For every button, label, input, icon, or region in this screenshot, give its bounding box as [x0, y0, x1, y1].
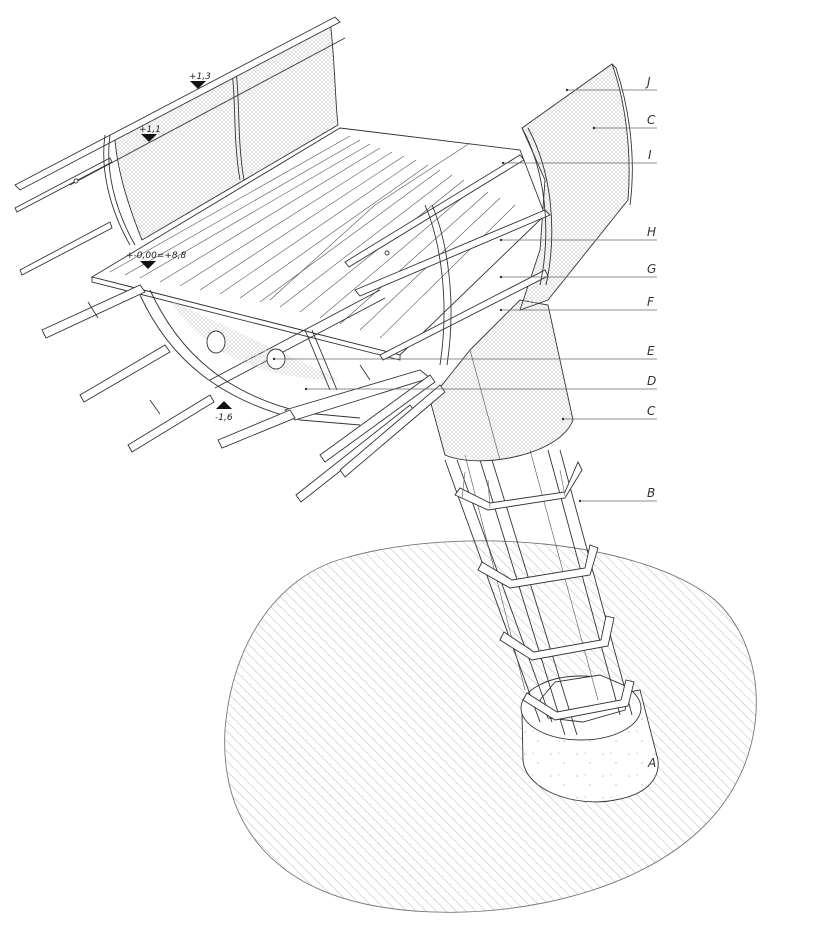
handrail-left	[14, 16, 346, 276]
callout-g: G	[499, 262, 657, 279]
callout-e: E	[272, 344, 657, 361]
svg-text:C: C	[647, 404, 656, 418]
ground-area	[224, 540, 757, 913]
svg-text:G: G	[647, 262, 656, 276]
callout-f: F	[499, 295, 657, 312]
svg-text:+-0,00=+8,8: +-0,00=+8,8	[126, 251, 186, 261]
callout-d: D	[304, 374, 657, 391]
callout-c-upper: C	[592, 113, 657, 130]
svg-text:+1,3: +1,3	[189, 72, 211, 82]
right-mesh-wall-c	[519, 63, 633, 311]
callout-i: I	[501, 148, 657, 165]
handrail-right	[344, 127, 553, 366]
trunk-sleeve-c	[429, 299, 574, 462]
svg-text:-1,6: -1,6	[215, 413, 233, 423]
lattice-column-b	[444, 449, 635, 736]
cantilever-beams	[41, 284, 446, 503]
level-marker-minus-1-6: -1,6	[215, 401, 233, 423]
level-marker-zero: +-0,00=+8,8	[126, 251, 186, 269]
left-mesh-wall	[114, 19, 339, 241]
callout-j: J	[565, 75, 657, 92]
level-marker-plus-1-1: +1,1	[139, 125, 161, 142]
svg-text:+1,1: +1,1	[139, 125, 161, 135]
svg-text:J: J	[645, 75, 651, 89]
callout-a: A	[647, 756, 656, 770]
callout-b: B	[578, 486, 657, 503]
svg-text:F: F	[647, 295, 655, 309]
deck-platform	[90, 127, 546, 361]
svg-text:H: H	[647, 225, 656, 239]
callout-c-lower: C	[561, 404, 657, 421]
svg-text:C: C	[647, 113, 656, 127]
svg-text:E: E	[647, 344, 655, 358]
level-marker-plus-1-3: +1,3	[189, 72, 211, 89]
svg-text:A: A	[647, 756, 656, 770]
svg-text:B: B	[647, 486, 655, 500]
svg-text:I: I	[648, 148, 652, 162]
svg-text:D: D	[647, 374, 656, 388]
callout-h: H	[499, 225, 657, 242]
